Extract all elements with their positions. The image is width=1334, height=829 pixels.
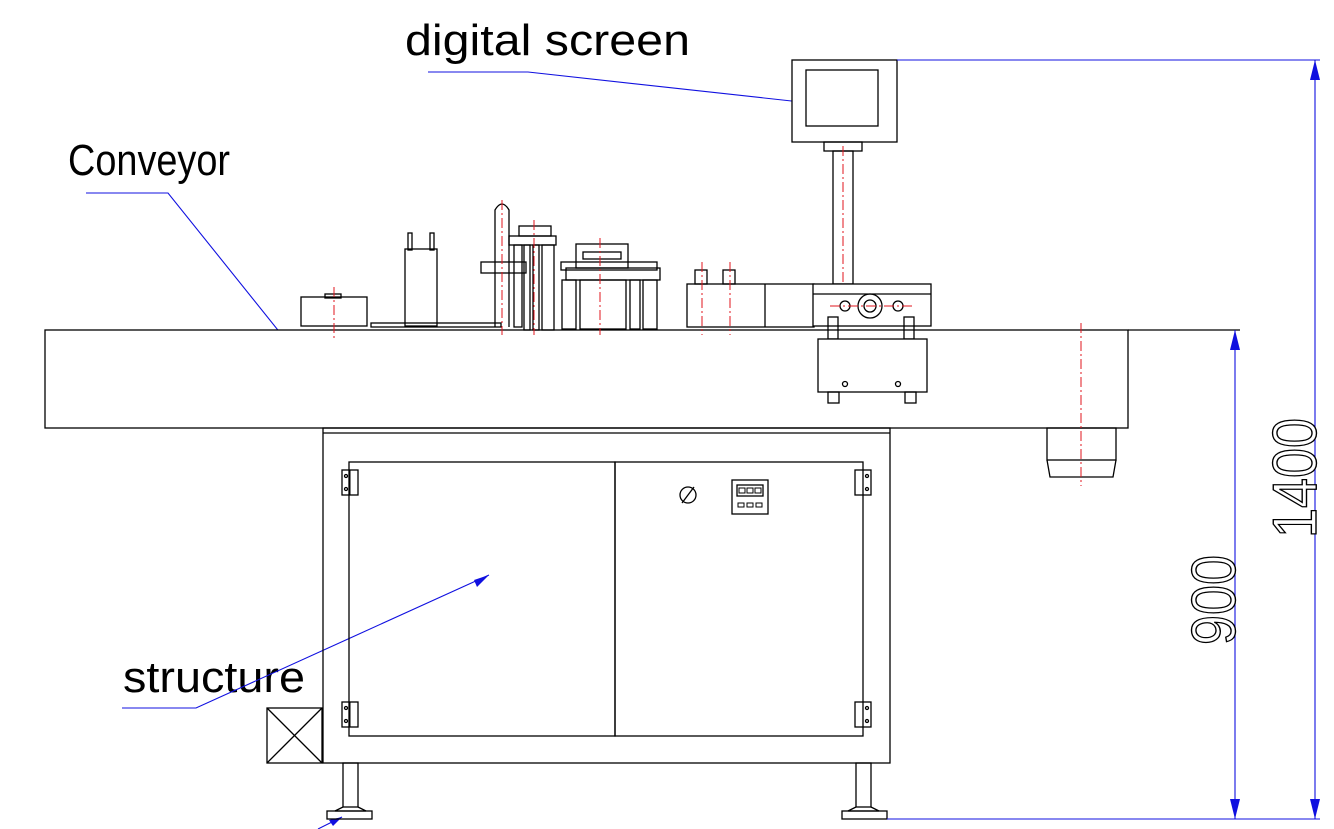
dimension-label-1400: 1400 xyxy=(1261,418,1330,538)
guide-bracket xyxy=(370,232,502,328)
label-digital-screen: digital screen xyxy=(405,16,690,65)
label-roll-holder xyxy=(300,287,368,340)
pressing-roller-assembly xyxy=(812,283,932,404)
digital-screen xyxy=(791,59,898,290)
sensor-unit xyxy=(686,262,815,335)
label-drive-unit xyxy=(560,238,661,335)
hinge-top-left xyxy=(341,469,359,496)
leader-digital-screen xyxy=(428,71,847,109)
dimension-conveyor-height xyxy=(1230,330,1240,819)
hinge-bottom-left xyxy=(341,701,359,728)
cabinet-structure xyxy=(266,427,891,764)
control-panel-display xyxy=(731,479,769,515)
label-structure: structure xyxy=(123,653,305,702)
leader-structure xyxy=(122,574,490,709)
peeling-plate-assembly xyxy=(480,200,557,335)
foot-left xyxy=(326,762,373,820)
conveyor xyxy=(44,323,1240,486)
dimension-total-height xyxy=(887,59,1320,820)
power-switch-icon xyxy=(679,486,697,504)
foot-right xyxy=(841,762,888,820)
hinge-top-right xyxy=(854,469,872,496)
dimension-label-900: 900 xyxy=(1180,555,1249,645)
hinge-bottom-right xyxy=(854,701,872,728)
label-conveyor: Conveyor xyxy=(68,136,230,185)
